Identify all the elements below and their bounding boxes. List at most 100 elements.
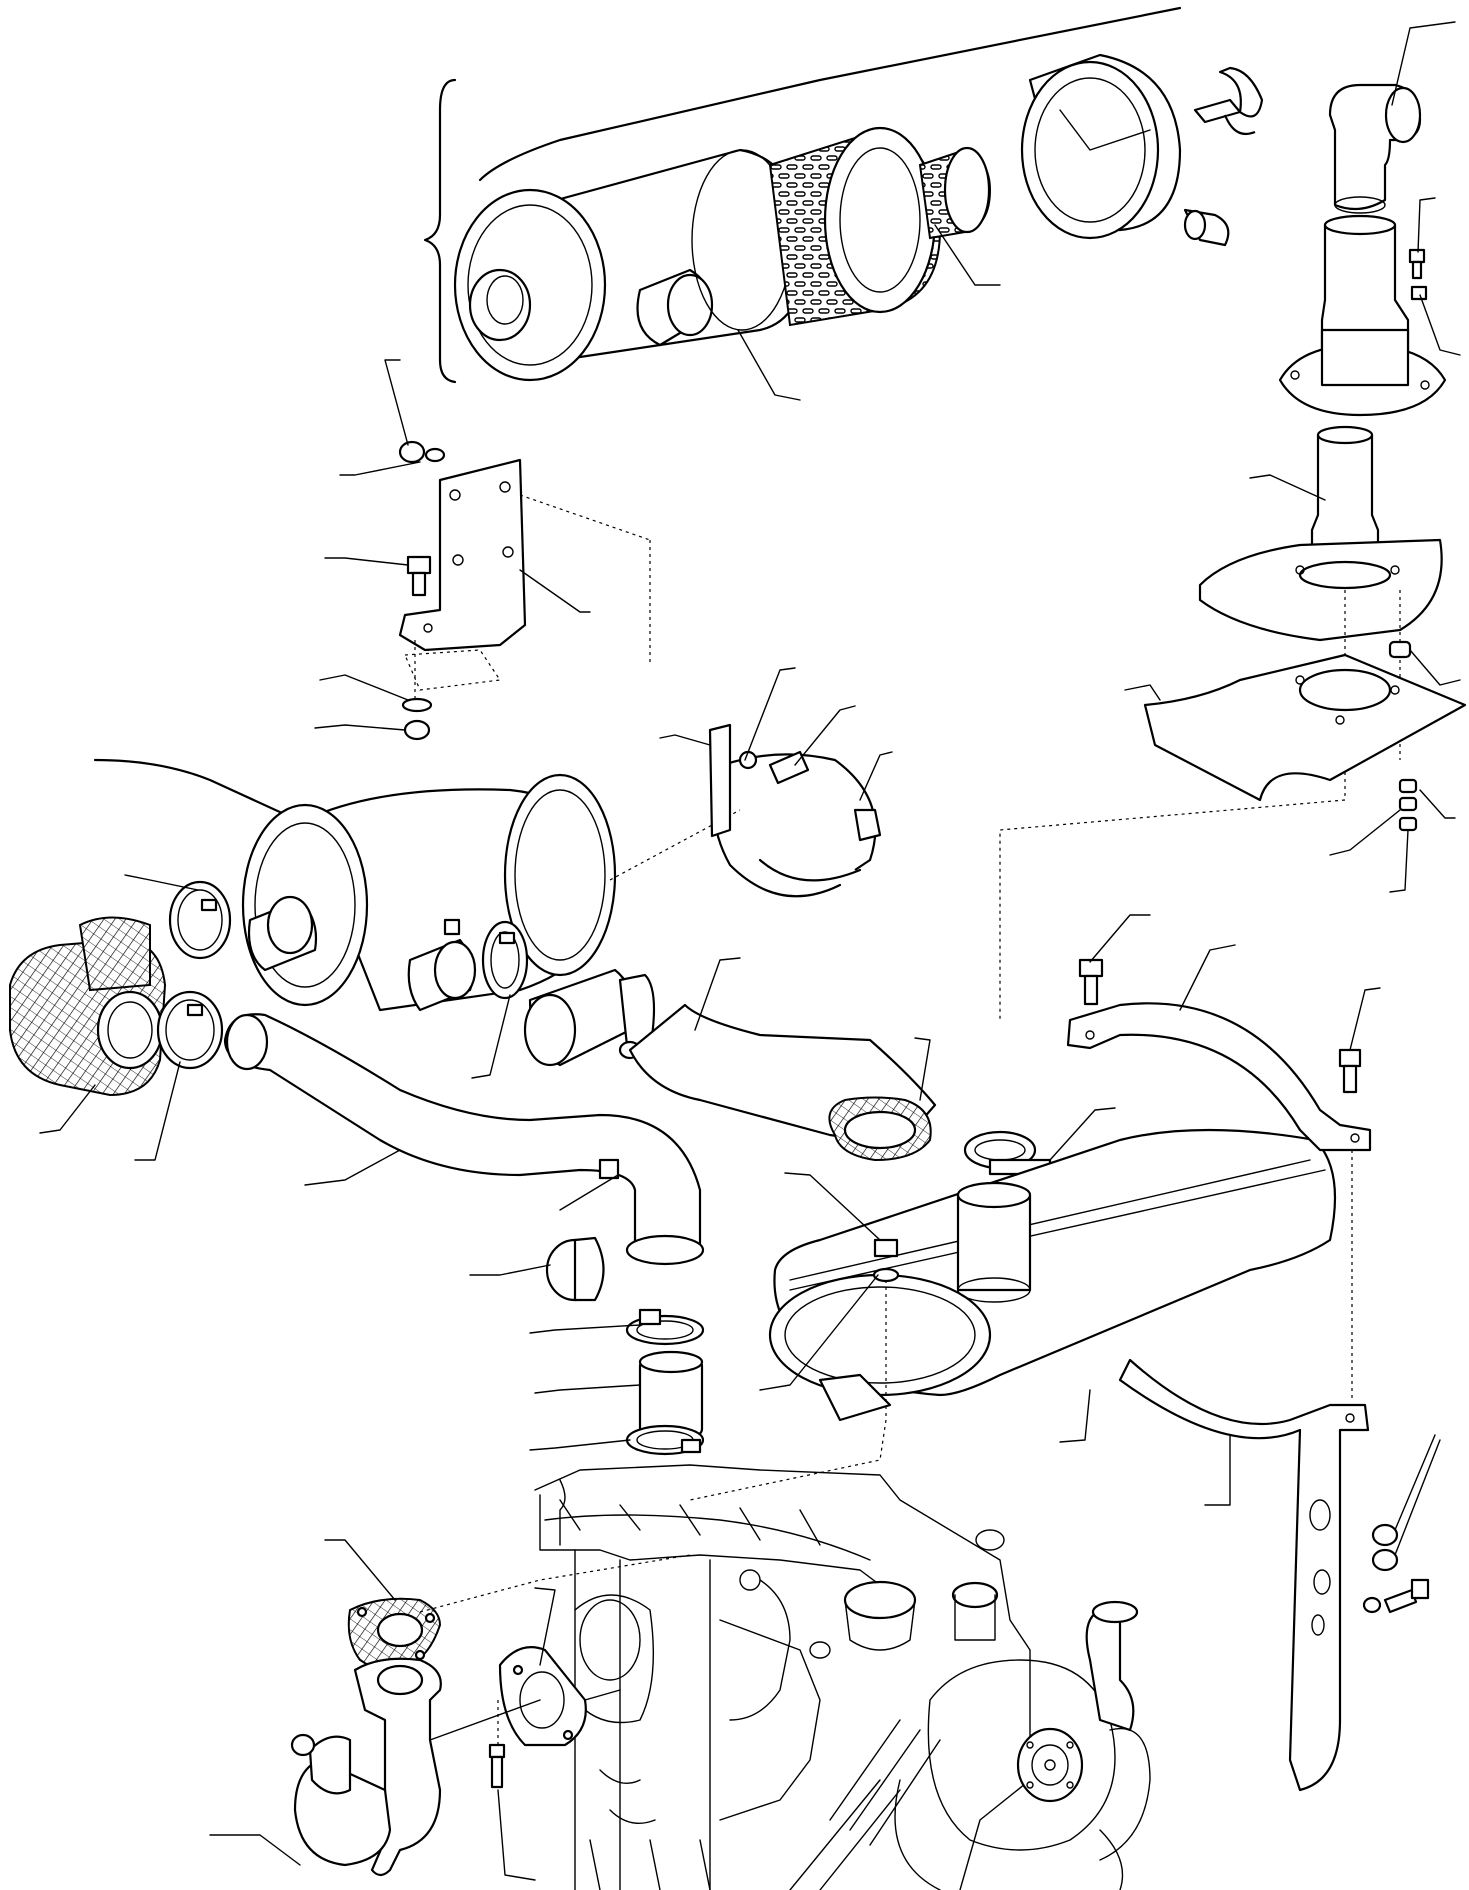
leader-line xyxy=(737,329,801,401)
safety-element xyxy=(918,146,992,240)
leader-line xyxy=(1394,1434,1436,1531)
thermostat-housing xyxy=(843,1580,917,1620)
leader-line xyxy=(529,1324,641,1334)
exhaust-elbow xyxy=(293,1657,442,1877)
leader-line xyxy=(1059,1389,1091,1443)
dust-valve-icon xyxy=(1183,208,1230,247)
leader-line xyxy=(1329,809,1401,856)
leader-line xyxy=(304,1149,401,1186)
wing-nut-icon xyxy=(1193,66,1264,136)
hose-clamp-icon-2 xyxy=(156,990,224,1070)
air-filter-mounted-group xyxy=(93,667,893,1012)
washer-icon-4 xyxy=(401,697,433,713)
hex-bolt-icon-5 xyxy=(1362,1578,1430,1614)
leader-line xyxy=(1179,944,1236,1011)
hose-sleeve xyxy=(628,1003,937,1162)
leader-line xyxy=(784,1172,881,1241)
clamp-ring-icon xyxy=(625,1234,705,1346)
leader-line xyxy=(339,461,421,476)
nut-icon-6 xyxy=(398,440,426,464)
leader-line xyxy=(694,957,741,1031)
intake-piping-group xyxy=(9,874,937,1456)
assembly-leader-top xyxy=(478,6,1182,182)
leader-line xyxy=(384,359,409,446)
leader-line xyxy=(471,994,511,1079)
leader-line xyxy=(497,1789,536,1881)
engine-outline xyxy=(534,1464,1031,1890)
nut-icon-5 xyxy=(1398,816,1418,832)
leader-line xyxy=(519,569,591,613)
exhaust-manifold-group xyxy=(209,1539,691,1881)
leader-line xyxy=(559,1174,619,1211)
leader-line xyxy=(1419,789,1456,819)
plug-icon xyxy=(545,1158,620,1302)
rubber-elbow xyxy=(523,968,656,1067)
hood-mounting-plate xyxy=(1198,538,1443,800)
leader-line xyxy=(124,874,199,891)
hex-bolt-icon xyxy=(1408,248,1426,280)
flange-gasket xyxy=(498,1646,587,1747)
nut-icon-7 xyxy=(403,719,431,741)
leader-line xyxy=(134,1061,181,1161)
mounting-bracket-group xyxy=(314,359,651,741)
nut-icon-9 xyxy=(1371,1523,1399,1547)
stud-icon xyxy=(488,1743,506,1789)
leader-line xyxy=(1394,1439,1441,1556)
end-cover xyxy=(1020,53,1182,240)
nut-icon-3 xyxy=(1398,778,1418,794)
leader-line xyxy=(1124,684,1161,701)
leader-line xyxy=(469,1264,551,1276)
filter-housing xyxy=(453,148,807,382)
leader-line xyxy=(759,1274,879,1391)
hose-clamp-icon xyxy=(168,880,232,960)
hex-bolt-icon-2 xyxy=(406,555,432,597)
muffler xyxy=(768,1128,1337,1422)
leader-line xyxy=(534,1384,641,1394)
tail-pipe-group xyxy=(999,21,1467,1020)
mounting-bracket xyxy=(398,458,527,652)
clamp-ring-icon-2 xyxy=(625,1424,705,1456)
assembly-brace xyxy=(423,78,457,384)
filter-housing-mounted xyxy=(241,773,617,1012)
mounting-band xyxy=(708,723,882,898)
leader-line xyxy=(1389,829,1409,893)
hex-bolt-icon-3 xyxy=(1078,958,1104,1006)
hood-panel xyxy=(1143,653,1467,802)
leader-line xyxy=(39,1084,96,1134)
nut-icon-4 xyxy=(1398,796,1418,812)
leader-line xyxy=(794,705,856,766)
intake-pipe xyxy=(223,1013,702,1252)
exhaust-gasket xyxy=(347,1597,442,1670)
leader-line xyxy=(1204,1434,1231,1506)
leader-line xyxy=(534,1587,556,1666)
leader-line xyxy=(1089,914,1151,963)
leader-line xyxy=(529,1439,631,1451)
muffler-strap-lower xyxy=(1118,1358,1370,1792)
hex-bolt-icon-4 xyxy=(1338,1048,1362,1094)
air-filter-exploded-group xyxy=(423,6,1264,401)
leader-line xyxy=(914,1037,931,1101)
washer-icon-3 xyxy=(424,447,446,463)
rain-cap-elbow xyxy=(1328,83,1422,214)
water-outlet-elbow xyxy=(1085,1600,1139,1732)
leader-line xyxy=(1249,474,1326,501)
leader-line xyxy=(1419,294,1461,356)
filter-cartridge xyxy=(768,126,942,327)
leader-line xyxy=(314,724,406,731)
tail-pipe xyxy=(1278,214,1447,417)
nut-icon-11 xyxy=(290,1733,316,1757)
leader-line xyxy=(1049,1107,1116,1161)
leader-line xyxy=(319,674,409,701)
leader-line xyxy=(209,1834,301,1866)
leader-line xyxy=(934,224,1001,286)
nut-icon xyxy=(1410,285,1428,301)
leader-line xyxy=(859,751,893,801)
leader-line xyxy=(324,557,409,566)
leader-line xyxy=(324,1539,396,1601)
leader-line xyxy=(1391,21,1456,106)
leader-line xyxy=(1349,987,1381,1051)
leader-line xyxy=(659,734,711,746)
leader-line xyxy=(744,667,796,761)
